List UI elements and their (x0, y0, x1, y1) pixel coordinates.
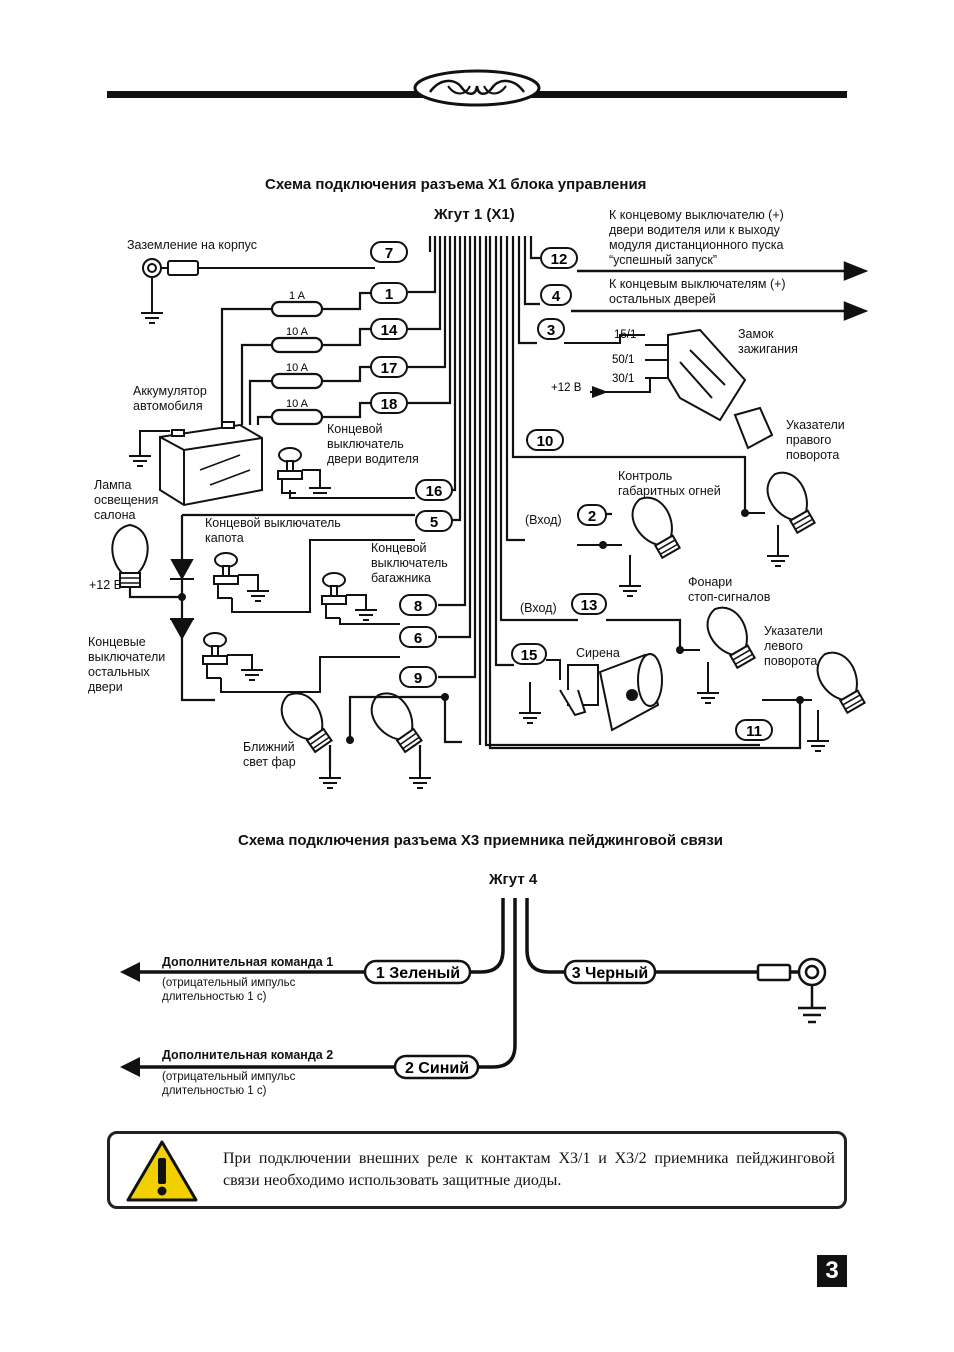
input-label-1: (Вход) (525, 513, 562, 527)
pin-1: 1 (385, 286, 393, 303)
parking-lights-label: Контроль габаритных огней (618, 469, 721, 498)
low-beam-label: Ближний свет фар (243, 740, 296, 769)
pin-2: 2 (588, 508, 596, 525)
warning-box: При подключении внешних реле к контактам… (107, 1131, 847, 1209)
pin-4: 4 (552, 288, 561, 305)
driver-door-out-label: К концевому выключателю (+) двери водите… (609, 208, 784, 267)
pin-18: 18 (381, 396, 398, 413)
cmd1-desc: (отрицательный импульс длительностью 1 с… (162, 977, 296, 1003)
diode-2 (170, 618, 194, 641)
wire-black-label: 3 Черный (572, 965, 648, 982)
battery-label: Аккумулятор автомобиля (133, 384, 207, 413)
plus12-right-label: +12 В (551, 382, 582, 394)
wire-green-label: 1 Зеленый (376, 965, 460, 982)
ground-terminal (142, 258, 375, 305)
pin-10: 10 (537, 433, 554, 450)
warning-icon (126, 1140, 198, 1202)
hood-switch-label: Концевой выключатель капота (205, 516, 341, 545)
cmd2-desc: (отрицательный импульс длительностью 1 с… (162, 1071, 296, 1097)
harness1-label: Жгут 1 (X1) (434, 206, 515, 223)
ignition-lock-icon (564, 328, 774, 450)
siren-label: Сирена (576, 646, 620, 660)
pin-14: 14 (381, 322, 398, 339)
header-ornament (107, 69, 847, 107)
wiring-diagram-x1: 7 1 14 17 18 16 5 8 6 9 12 4 3 10 2 13 1… (111, 236, 873, 789)
input-label-2: (Вход) (520, 601, 557, 615)
plus12-left-label: +12 В (89, 578, 123, 592)
fuse-label-1: 1 A (289, 290, 306, 302)
wiring-diagram-x3: 1 Зеленый 2 Синий 3 Черный (120, 898, 827, 1080)
fuse-label-3: 10 A (286, 362, 309, 374)
pin-13: 13 (581, 597, 598, 614)
siren-icon (559, 653, 663, 732)
other-doors-out-label: К концевым выключателям (+) остальных дв… (609, 277, 786, 306)
diagram2-title: Схема подключения разъема X3 приемника п… (238, 832, 724, 849)
brake-lights-label: Фонари стоп-сигналов (688, 575, 771, 604)
warning-text: При подключении внешних реле к контактам… (223, 1150, 835, 1189)
harness4-label: Жгут 4 (489, 871, 538, 888)
pin-6: 6 (414, 630, 422, 647)
pin-3: 3 (547, 322, 555, 339)
pin-7: 7 (385, 245, 393, 262)
left-turn-label: Указатели левого поворота (764, 624, 823, 668)
cmd1-title: Дополнительная команда 1 (162, 955, 334, 969)
ignition-label: Замок зажигания (738, 327, 798, 356)
ign-15-label: 15/1 (614, 329, 636, 341)
diode-1 (170, 559, 194, 581)
pin-9: 9 (414, 670, 422, 687)
pin-5: 5 (430, 514, 438, 531)
pin-11: 11 (746, 723, 762, 740)
cmd2-title: Дополнительная команда 2 (162, 1048, 334, 1062)
ign-30-label: 30/1 (612, 373, 634, 385)
battery-icon (139, 421, 263, 507)
diagram1-title: Схема подключения разъема X1 блока управ… (265, 176, 647, 193)
fuse-label-2: 10 A (286, 326, 309, 338)
pin-8: 8 (414, 598, 422, 615)
pin-15: 15 (521, 647, 538, 664)
driver-door-switch-label: Концевой выключатель двери водителя (327, 422, 419, 466)
fuse-label-4: 10 A (286, 398, 309, 410)
page-number: 3 (817, 1255, 847, 1287)
pin-12: 12 (551, 251, 568, 268)
right-turn-label: Указатели правого поворота (786, 418, 845, 462)
pin-17: 17 (381, 360, 398, 377)
wire-blue-label: 2 Синий (405, 1060, 469, 1077)
fuse-block (220, 291, 371, 426)
cabin-lamp-label: Лампа освещения салона (94, 478, 159, 522)
ign-50-label: 50/1 (612, 354, 634, 366)
pin-16: 16 (426, 483, 443, 500)
trunk-switch-label: Концевой выключатель багажника (371, 541, 448, 585)
ground-label: Заземление на корпус (127, 238, 258, 252)
other-doors-label: Концевые выключатели остальных двери (88, 635, 166, 694)
